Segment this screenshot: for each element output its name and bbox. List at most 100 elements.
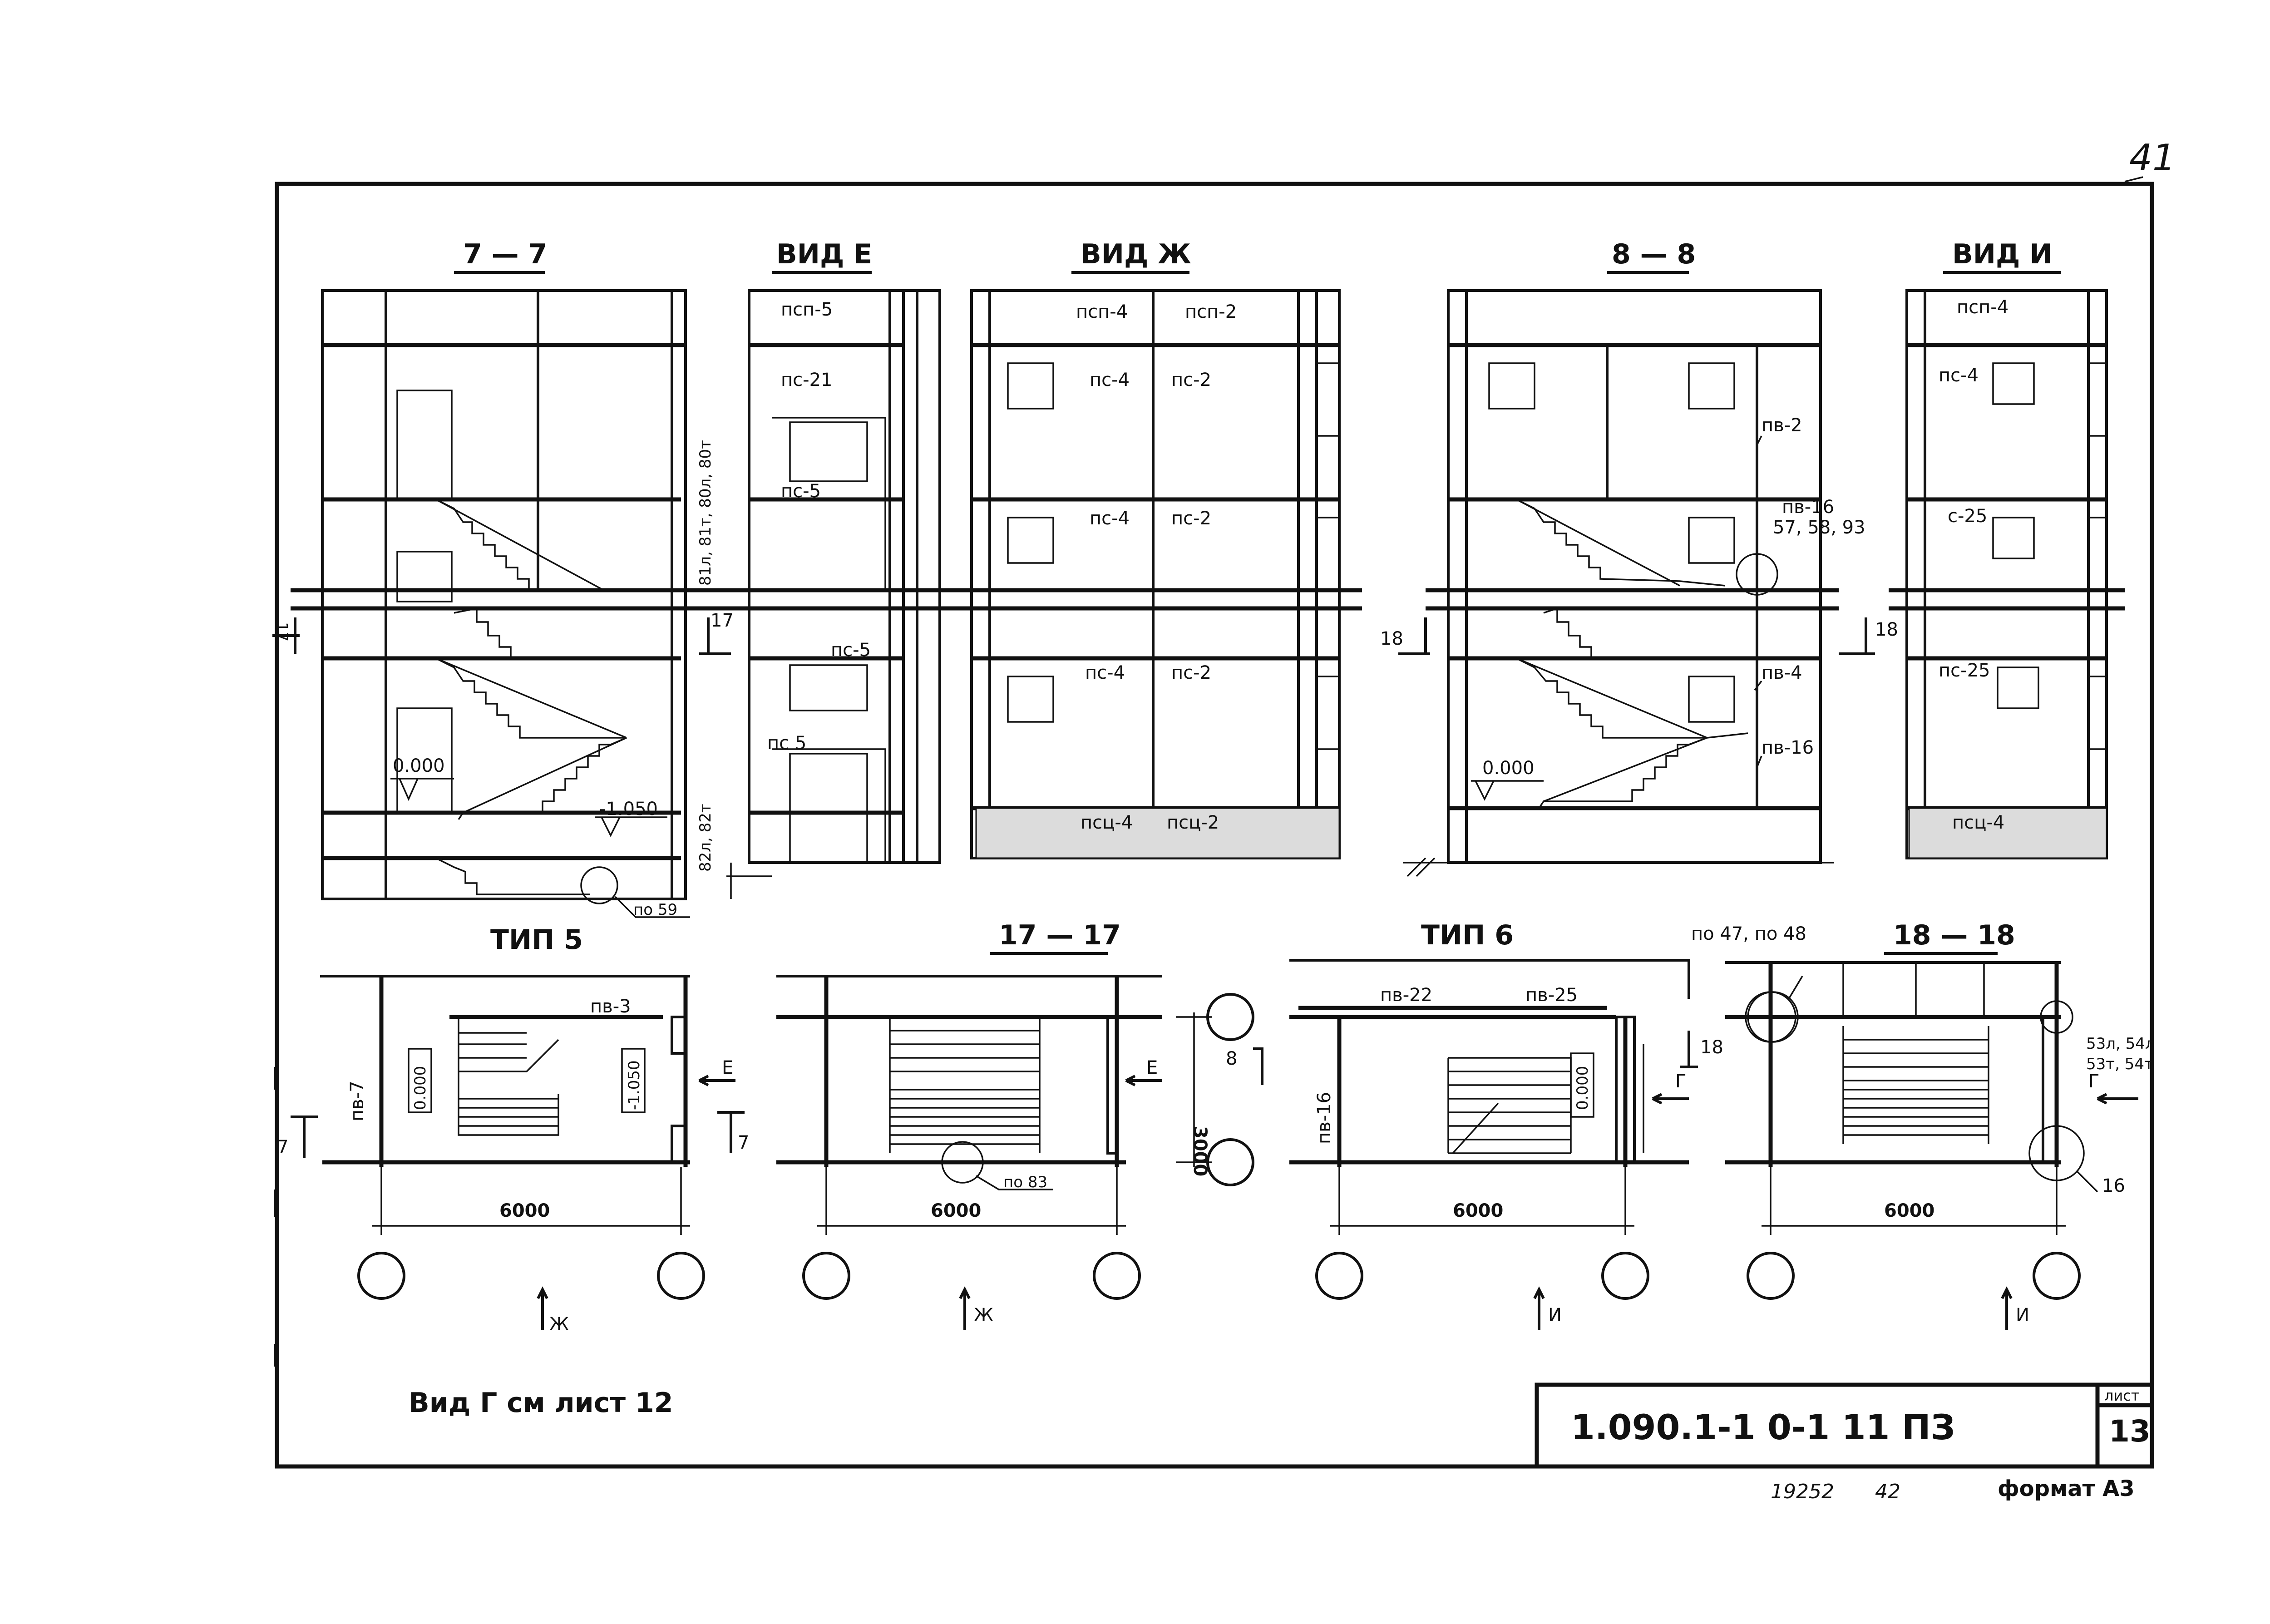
plan-tip5-arrow-e: Е xyxy=(722,1057,733,1078)
format-label: формат А3 xyxy=(1998,1476,2135,1501)
plan-17-17-axis-top xyxy=(1206,993,1254,1041)
s77-vertical-label-a: 81л, 81т, 80л, 80т xyxy=(696,440,715,586)
plan-17-17-title: 17 — 17 xyxy=(999,919,1121,951)
s77-mark-1050: -1.050 xyxy=(599,799,658,819)
plan-tip5-beam: пв-3 xyxy=(590,996,631,1017)
plan-tip6-beam-1: пв-22 xyxy=(1380,985,1432,1006)
plan-18-18-view-label: И xyxy=(2016,1305,2029,1326)
vid-zh-top-2: псп-2 xyxy=(1185,301,1237,322)
plan-17-17-node-circle xyxy=(941,1141,984,1184)
plan-tip5-mark-0: 0.000 xyxy=(411,1066,429,1110)
plan-tip6-axis-left xyxy=(1315,1252,1363,1300)
vid-zh-row1-a: пс-4 xyxy=(1090,370,1130,390)
vid-zh-row2-a: пс-4 xyxy=(1090,508,1130,529)
plan-18-18-axis-right xyxy=(2033,1252,2081,1300)
plan-18-18-node-right-top xyxy=(2040,1000,2073,1034)
plan-tip5-cut-left: 7 xyxy=(277,1137,288,1158)
plan-18-18-axis-left xyxy=(1747,1252,1795,1300)
vid-i-panel-1: пс-4 xyxy=(1939,365,1979,386)
plan-17-17-axis-right xyxy=(1093,1252,1141,1300)
s77-node-circle xyxy=(580,866,618,904)
plan-17-17-cut: 8 xyxy=(1226,1048,1237,1069)
plan-tip6-beam-2: пв-25 xyxy=(1525,985,1578,1006)
plan-18-18: 18 — 18 53л, 54л 53т, 54т Г 16 6000 И xyxy=(1725,919,2155,1330)
section-7-7-title: 7 — 7 xyxy=(463,238,547,270)
vid-zh-top-1: псп-4 xyxy=(1076,301,1128,322)
s88-node-circle xyxy=(1736,553,1778,596)
sheet-frame xyxy=(275,182,2154,1469)
vid-i-top: псп-4 xyxy=(1957,297,2008,318)
plan-tip5-wall: пв-7 xyxy=(347,1081,368,1121)
vid-zh-base-2: псц-2 xyxy=(1167,812,1219,833)
plan-tip5-cut: 7 xyxy=(738,1132,749,1153)
vid-i-panel-3: пс-25 xyxy=(1939,660,1990,681)
view-e-title: ВИД Е xyxy=(776,238,872,270)
s77-node-label: по 59 xyxy=(633,901,677,919)
plan-17-17-arrow-e: Е xyxy=(1146,1057,1158,1078)
s88-panel-3: 57, 58, 93 xyxy=(1773,517,1865,538)
bottom-stamp-number-2: 42 xyxy=(1875,1480,1900,1503)
plan-tip6-arrow-g: Г xyxy=(1675,1071,1686,1092)
plan-tip-6: ТИП 6 пв-22 пв-25 пв-16 0.000 18 Г по 47… xyxy=(1289,919,1806,1330)
plan-18-18-node-label-2: 53т, 54т xyxy=(2086,1055,2153,1073)
plan-17-17-axis-left xyxy=(802,1252,850,1300)
plan-tip5-dim: 6000 xyxy=(499,1200,550,1221)
plan-tip6-cut: 18 xyxy=(1700,1037,1723,1058)
plan-tip6-view-label: И xyxy=(1548,1305,1562,1326)
title-block-sheet-number: 13 xyxy=(2109,1414,2151,1449)
vid-e-panel-4: пс-5 xyxy=(831,640,871,661)
vid-e-panel-1: псп-5 xyxy=(781,299,833,320)
plan-tip-5: ТИП 5 пв-7 пв-3 0.000 -1.050 Е 7 7 6000 … xyxy=(277,924,749,1335)
corner-page-number: 41 xyxy=(2129,137,2176,179)
plan-tip6-axis-right xyxy=(1601,1252,1649,1300)
plan-tip6-title: ТИП 6 xyxy=(1421,919,1514,951)
plan-17-17: 17 — 17 по 83 Е 3000 8 6000 Ж xyxy=(776,919,1263,1330)
s88-cut-left: 18 xyxy=(1380,628,1403,649)
bottom-stamp-number: 19252 xyxy=(1771,1480,1834,1503)
s88-mark-0: 0.000 xyxy=(1482,758,1535,779)
section-8-8: 8 — 8 пв-2 пв-16 57, 58, 93 пв-4 пв-16 0… xyxy=(1380,238,1898,877)
plan-tip5-title: ТИП 5 xyxy=(490,924,583,956)
vid-i-panel-2: с-25 xyxy=(1948,506,1987,527)
view-zh: ВИД Ж псп-4 псп-2 пс-4 пс-2 пс-4 пс-2 пс… xyxy=(953,238,1362,859)
s88-panel-4: пв-4 xyxy=(1762,662,1802,683)
plan-tip6-mark-0: 0.000 xyxy=(1574,1066,1592,1110)
vid-zh-row2-b: пс-2 xyxy=(1171,508,1211,529)
section-8-8-title: 8 — 8 xyxy=(1612,238,1696,270)
plan-tip6-wall: пв-16 xyxy=(1314,1092,1335,1144)
plan-17-17-node-label: по 83 xyxy=(1003,1173,1047,1191)
vid-e-panel-2: пс-21 xyxy=(781,370,832,390)
s77-mark-0: 0.000 xyxy=(393,755,445,776)
s88-panel-1: пв-2 xyxy=(1762,415,1802,436)
s88-panel-5: пв-16 xyxy=(1762,737,1814,758)
plan-tip5-mark-1050: -1.050 xyxy=(625,1060,643,1110)
vid-e-panel-5: пс 5 xyxy=(767,733,806,754)
plan-tip5-axis-right xyxy=(657,1252,705,1300)
s88-cut-right: 18 xyxy=(1875,619,1898,640)
vid-zh-row3-b: пс-2 xyxy=(1171,662,1211,683)
plan-18-18-arrow-g: Г xyxy=(2088,1071,2099,1092)
vid-e-panel-3: пс-5 xyxy=(781,481,821,502)
s77-cut-17-mark: 17 xyxy=(711,610,734,631)
s77-cut-label: 17 xyxy=(273,622,291,642)
plan-18-18-dim: 6000 xyxy=(1884,1200,1934,1221)
s77-vertical-label-b: 82л, 82т xyxy=(696,804,715,872)
plan-tip6-node-label: по 47, по 48 xyxy=(1691,923,1806,944)
view-i: ВИД И псп-4 пс-4 с-25 пс-25 псц-4 xyxy=(1889,238,2125,859)
s88-panel-2: пв-16 xyxy=(1782,497,1834,518)
plan-17-17-dim: 6000 xyxy=(931,1200,981,1221)
title-block: 1.090.1-1 0-1 11 ПЗ лист 13 xyxy=(1535,1382,2154,1469)
title-block-code: 1.090.1-1 0-1 11 ПЗ xyxy=(1571,1407,1955,1447)
plan-17-17-dim-vertical: 3000 xyxy=(1189,1126,1210,1176)
vid-i-base: псц-4 xyxy=(1952,812,2004,833)
plan-18-18-node-label-1: 53л, 54л xyxy=(2086,1035,2155,1053)
vid-zh-base-1: псц-4 xyxy=(1081,812,1133,833)
plan-tip5-view-label: Ж xyxy=(549,1314,569,1335)
plan-18-18-node-left xyxy=(1747,991,1799,1043)
title-block-sheet-label: лист xyxy=(2104,1387,2139,1404)
view-e: ВИД Е псп-5 пс-21 пс-5 пс-5 пс 5 xyxy=(726,238,953,899)
plan-tip5-axis-left xyxy=(357,1252,405,1300)
view-zh-title: ВИД Ж xyxy=(1081,238,1191,270)
plan-tip6-dim: 6000 xyxy=(1453,1200,1503,1221)
